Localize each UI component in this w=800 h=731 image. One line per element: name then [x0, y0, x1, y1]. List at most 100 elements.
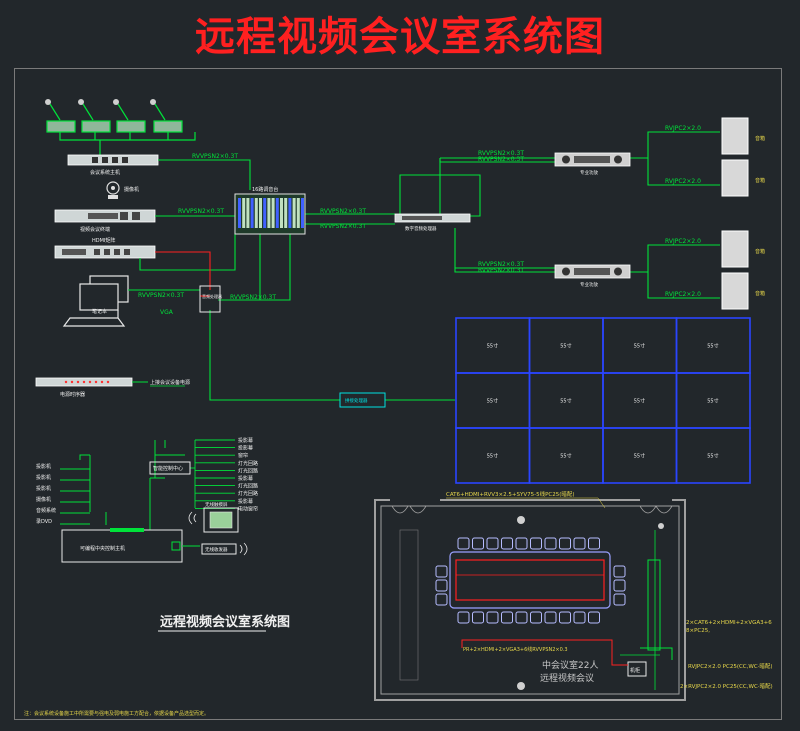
seat [472, 537, 484, 550]
video-wall-cell-label: 55寸 [560, 343, 571, 350]
wireless-receiver-label: 无线收发器 [205, 546, 228, 553]
seat [501, 611, 513, 624]
floorplan-cable-right-2: 8×PC25, [686, 628, 710, 634]
control-main-unit-label: 可编程中央控制主机 [80, 545, 125, 552]
mixer-channel-strips [238, 198, 304, 228]
floorplan-cable-left: PR+2×HDMI+2×VGA3+6线RVVPSN2×0.3 [463, 646, 568, 653]
video-terminal: 视频会议终端 [54, 209, 156, 233]
footnote: 注：会议系统设备施工中所需要与强电及弱电施工方配合，依据设备产品选型而定。 [24, 710, 209, 717]
cable-label-amp-bottom-1: RVVPSN2×0.3T [478, 261, 524, 268]
conference-host: 会议系统主机 [67, 154, 159, 176]
control-output-label: 灯光回路 [238, 490, 258, 497]
control-output-label: 灯光回路 [238, 460, 258, 467]
camera-label: 摄像机 [124, 186, 139, 193]
cable-labels: RVVPSN2×0.3T RVVPSN2×0.3T RVVPSN2×0.3T V… [138, 125, 701, 316]
control-output-label: 投影幕 [238, 437, 253, 444]
seat [559, 537, 571, 550]
seat [544, 611, 557, 624]
mixer-channel-5 [254, 198, 258, 228]
seat [530, 537, 542, 550]
conference-host-label: 会议系统主机 [90, 169, 120, 176]
speaker-2: 音箱 [721, 159, 765, 197]
audio-processor-label: 音频处理器 [202, 293, 222, 299]
mixer-channel-9 [271, 198, 275, 228]
drawing-subtitle: 远程视频会议室系统图 [160, 614, 290, 630]
cable-label-mixer-out-1: RVVPSN2×0.3T [320, 208, 366, 215]
power-sequencer: 上接会议设备电源 电源时序器 [35, 377, 190, 398]
mixer-channel-3 [246, 198, 250, 228]
cable-label-amp-top-2: RVVPSN2×0.3T [478, 156, 524, 163]
mixer-channel-15 [296, 198, 300, 228]
floorplan-cable-right-4: 2×RVJPC2×2.0 PC25(CC,WC·暗配) [680, 682, 773, 690]
seat [530, 611, 542, 624]
mixer-channel-1 [238, 198, 241, 228]
mixer-channel-6 [259, 198, 262, 228]
laptop-label: 笔记本 [92, 308, 107, 315]
microphone-1 [45, 99, 76, 133]
speaker-3: 音箱 [721, 230, 765, 268]
seat [457, 537, 470, 550]
mixer-label: 16路调音台 [252, 186, 278, 193]
power-sequencer-note: 上接会议设备电源 [150, 379, 190, 386]
seat [573, 537, 586, 550]
control-input-label: 投影机 [36, 463, 51, 470]
seat [435, 593, 448, 606]
floorplan-cable-right-1: 2×CAT6+2×HDMI+2×VGA3+6 [686, 620, 772, 626]
seat [435, 565, 448, 578]
cable-label-camera: RVVPSN2×0.3T [178, 208, 224, 215]
video-wall-cell-label: 55寸 [707, 453, 718, 460]
control-output-label: 窗帘 [238, 452, 248, 459]
video-wall-cell-label: 55寸 [560, 398, 571, 405]
feedback-suppressor-label: 数字音频处理器 [405, 225, 437, 232]
wireless-receiver: 无线收发器 [188, 511, 248, 556]
drawing-title: 远程视频会议室系统图 [195, 14, 605, 60]
amplifier-top-label: 专业功放 [580, 169, 598, 176]
mixer: 16路调音台 [234, 186, 306, 235]
video-wall-cell-label: 55寸 [487, 453, 498, 460]
cable-label-amp-top-1: RVVPSN2×0.3T [478, 150, 524, 157]
video-wall-cell-12 [675, 427, 751, 484]
seat [613, 565, 626, 578]
cable-label-processor: RVVPSN2×0.3T [230, 294, 276, 301]
microphone-2 [78, 99, 111, 133]
video-wall-cell-label: 55寸 [634, 398, 645, 405]
cable-label-vga: VGA [160, 309, 174, 316]
seat [559, 611, 571, 624]
floorplan-cable-right-3: RVJPC2×2.0 PC25(CC,WC·暗配) [688, 662, 773, 670]
mixer-channel-4 [250, 198, 254, 228]
mixer-channel-11 [280, 198, 283, 228]
video-wall-cell-label: 55寸 [487, 398, 498, 405]
splicing-processor-label: 拼接处理器 [345, 397, 368, 404]
microphone-3 [113, 99, 146, 133]
speaker-4: 音箱 [721, 272, 765, 310]
amplifier-bottom-label: 专业功放 [580, 281, 598, 288]
mixer-channel-13 [288, 198, 292, 228]
control-output-label: 投影幕 [238, 498, 253, 505]
control-output-label: 电动窗帘 [238, 505, 258, 512]
drawing-frame [14, 68, 782, 720]
seat [515, 537, 528, 550]
splicing-processor: 拼接处理器 [339, 392, 386, 408]
cable-label-top-left: RVVPSN2×0.3T [192, 153, 238, 160]
seat [613, 579, 626, 592]
seat [515, 611, 528, 624]
video-wall-cell-label: 55寸 [707, 398, 718, 405]
subtitle-block: 远程视频会议室系统图 [158, 614, 290, 632]
mixer-channel-8 [267, 198, 271, 228]
amplifier-bottom: 专业功放 [554, 264, 631, 288]
cable-label-speaker-2: RVJPC2×2.0 [665, 178, 701, 185]
floor-plan: 机柜 CAT6+HDMI+RVV3×2.5+SYV75-5线PC25(暗配) P… [374, 490, 773, 701]
floorplan-cable-top: CAT6+HDMI+RVV3×2.5+SYV75-5线PC25(暗配) [446, 490, 575, 498]
cable-label-speaker-4: RVJPC2×2.0 [665, 291, 701, 298]
speaker-2-label: 音箱 [755, 177, 765, 184]
microphone-4 [150, 99, 183, 133]
cable-label-amp-bottom-2: RVVPSN2×0.3T [478, 267, 524, 274]
touch-panel: 无线触摸屏 [203, 501, 239, 533]
video-terminal-label: 视频会议终端 [80, 226, 110, 233]
seat [486, 611, 499, 624]
conference-seats [435, 537, 626, 624]
mixer-channel-10 [275, 198, 279, 228]
